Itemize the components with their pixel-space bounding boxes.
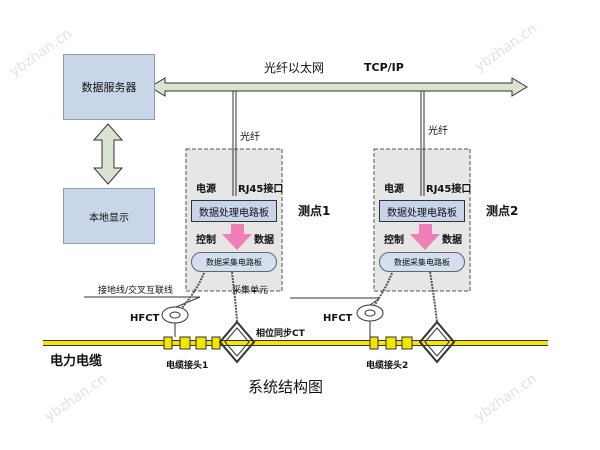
cable-joint-2-label: 电缆接头2	[366, 361, 409, 371]
cable-joint-2	[369, 336, 413, 350]
station-2-control: 控制	[384, 235, 404, 246]
data-arrow-2	[410, 224, 440, 250]
hfct-label-2: HFCT	[323, 313, 353, 324]
signal-cable-2b	[429, 271, 438, 323]
station-1-power: 电源	[196, 184, 216, 195]
data-arrow-1	[222, 224, 252, 250]
phase-ct-1	[218, 320, 256, 364]
data-server-label: 数据服务器	[81, 81, 137, 94]
fiber-label-2: 光纤	[428, 126, 448, 137]
tcpip-label: TCP/IP	[364, 61, 404, 74]
station-2-power: 电源	[384, 184, 404, 195]
station-2-rj45: RJ45接口	[426, 184, 472, 195]
station-2-dp-board-label: 数据处理电路板	[387, 207, 457, 219]
station-1-rj45: RJ45接口	[238, 184, 284, 195]
ground-wire-label: 接地线/交叉互联线	[98, 286, 174, 296]
ethernet-bus	[149, 77, 528, 97]
local-display-label: 本地显示	[89, 212, 129, 224]
hfct-ring-1	[161, 306, 189, 324]
station-2-dc-board-label: 数据采集电路板	[394, 257, 450, 267]
station-2-dp-board: 数据处理电路板	[379, 200, 465, 222]
signal-cable-1a	[181, 269, 206, 309]
hfct-label-1: HFCT	[130, 313, 160, 324]
diagram-title: 系统结构图	[248, 378, 324, 396]
cable-joint-1-label: 电缆接头1	[166, 361, 209, 371]
hfct-ring-2	[356, 304, 384, 322]
phase-sync-ct-label: 相位同步CT	[256, 329, 305, 339]
fiber-ethernet-label: 光纤以太网	[264, 61, 325, 75]
acquisition-unit-label: 采集单元	[232, 286, 269, 296]
power-cable-label: 电力电缆	[50, 354, 103, 369]
station-1-dc-board: 数据采集电路板	[191, 252, 277, 272]
fiber-label-1: 光纤	[240, 132, 260, 143]
station-2-dc-board: 数据采集电路板	[379, 252, 465, 272]
signal-cable-2a	[373, 269, 394, 307]
local-display-box: 本地显示	[63, 188, 155, 244]
station-1-name: 测点1	[298, 204, 331, 218]
data-server-box: 数据服务器	[63, 54, 155, 120]
signal-cable-1b	[231, 271, 238, 323]
station-2-name: 测点2	[486, 204, 519, 218]
station-1-dp-board-label: 数据处理电路板	[199, 207, 269, 219]
station-1-control: 控制	[196, 235, 216, 246]
station-1-dc-board-label: 数据采集电路板	[206, 257, 262, 267]
station-2-data: 数据	[442, 235, 462, 246]
phase-ct-2	[418, 320, 456, 364]
station-1-data: 数据	[254, 235, 274, 246]
server-display-arrow	[92, 123, 124, 185]
station-1-dp-board: 数据处理电路板	[191, 200, 277, 222]
